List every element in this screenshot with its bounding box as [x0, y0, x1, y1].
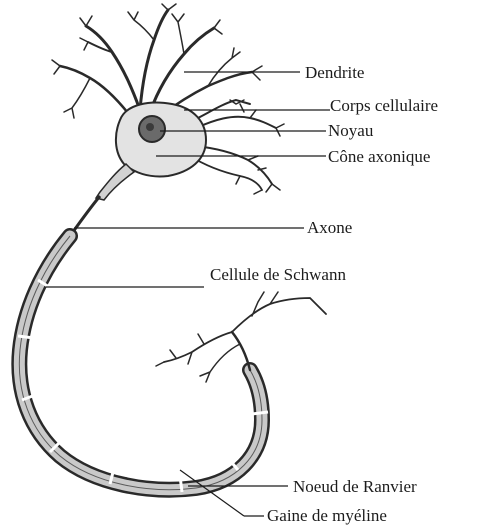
label-dendrite: Dendrite [305, 64, 364, 81]
label-gaine-myeline: Gaine de myéline [267, 507, 387, 524]
label-noeud-ranvier: Noeud de Ranvier [293, 478, 417, 495]
label-corps-cellulaire: Corps cellulaire [330, 97, 438, 114]
label-axone: Axone [307, 219, 352, 236]
axon-hillock [96, 164, 134, 200]
label-cone-axonique: Cône axonique [328, 148, 430, 165]
axon-terminals [156, 292, 326, 382]
label-cellule-schwann: Cellule de Schwann [210, 266, 346, 283]
label-noyau: Noyau [328, 122, 373, 139]
